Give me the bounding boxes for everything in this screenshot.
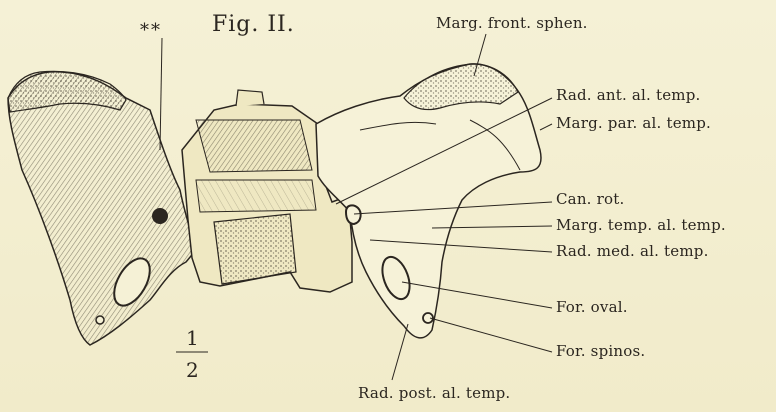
figure-title: Fig. II.: [212, 12, 295, 37]
label-for-oval: For. oval.: [556, 298, 628, 316]
label-marg-front-sphen: Marg. front. sphen.: [436, 14, 588, 32]
scale-numerator: 1: [186, 326, 199, 350]
left-greater-wing: [8, 72, 196, 345]
label-rad-ant-al-temp: Rad. ant. al. temp.: [556, 86, 700, 104]
right-wing-rough-edge: [404, 64, 518, 110]
label-for-spinos: For. spinos.: [556, 342, 645, 360]
double-asterisk-marker: **: [140, 20, 162, 41]
left-round-canal: [152, 208, 168, 224]
label-rad-med-al-temp: Rad. med. al. temp.: [556, 242, 709, 260]
sella-stipple: [214, 214, 296, 284]
label-marg-temp-al-temp: Marg. temp. al. temp.: [556, 216, 726, 234]
label-marg-par-al-temp: Marg. par. al. temp.: [556, 114, 711, 132]
label-rad-post-al-temp: Rad. post. al. temp.: [358, 384, 510, 402]
label-can-rot: Can. rot.: [556, 190, 624, 208]
scale-denominator: 2: [186, 358, 199, 382]
right-round-canal: [346, 205, 361, 224]
